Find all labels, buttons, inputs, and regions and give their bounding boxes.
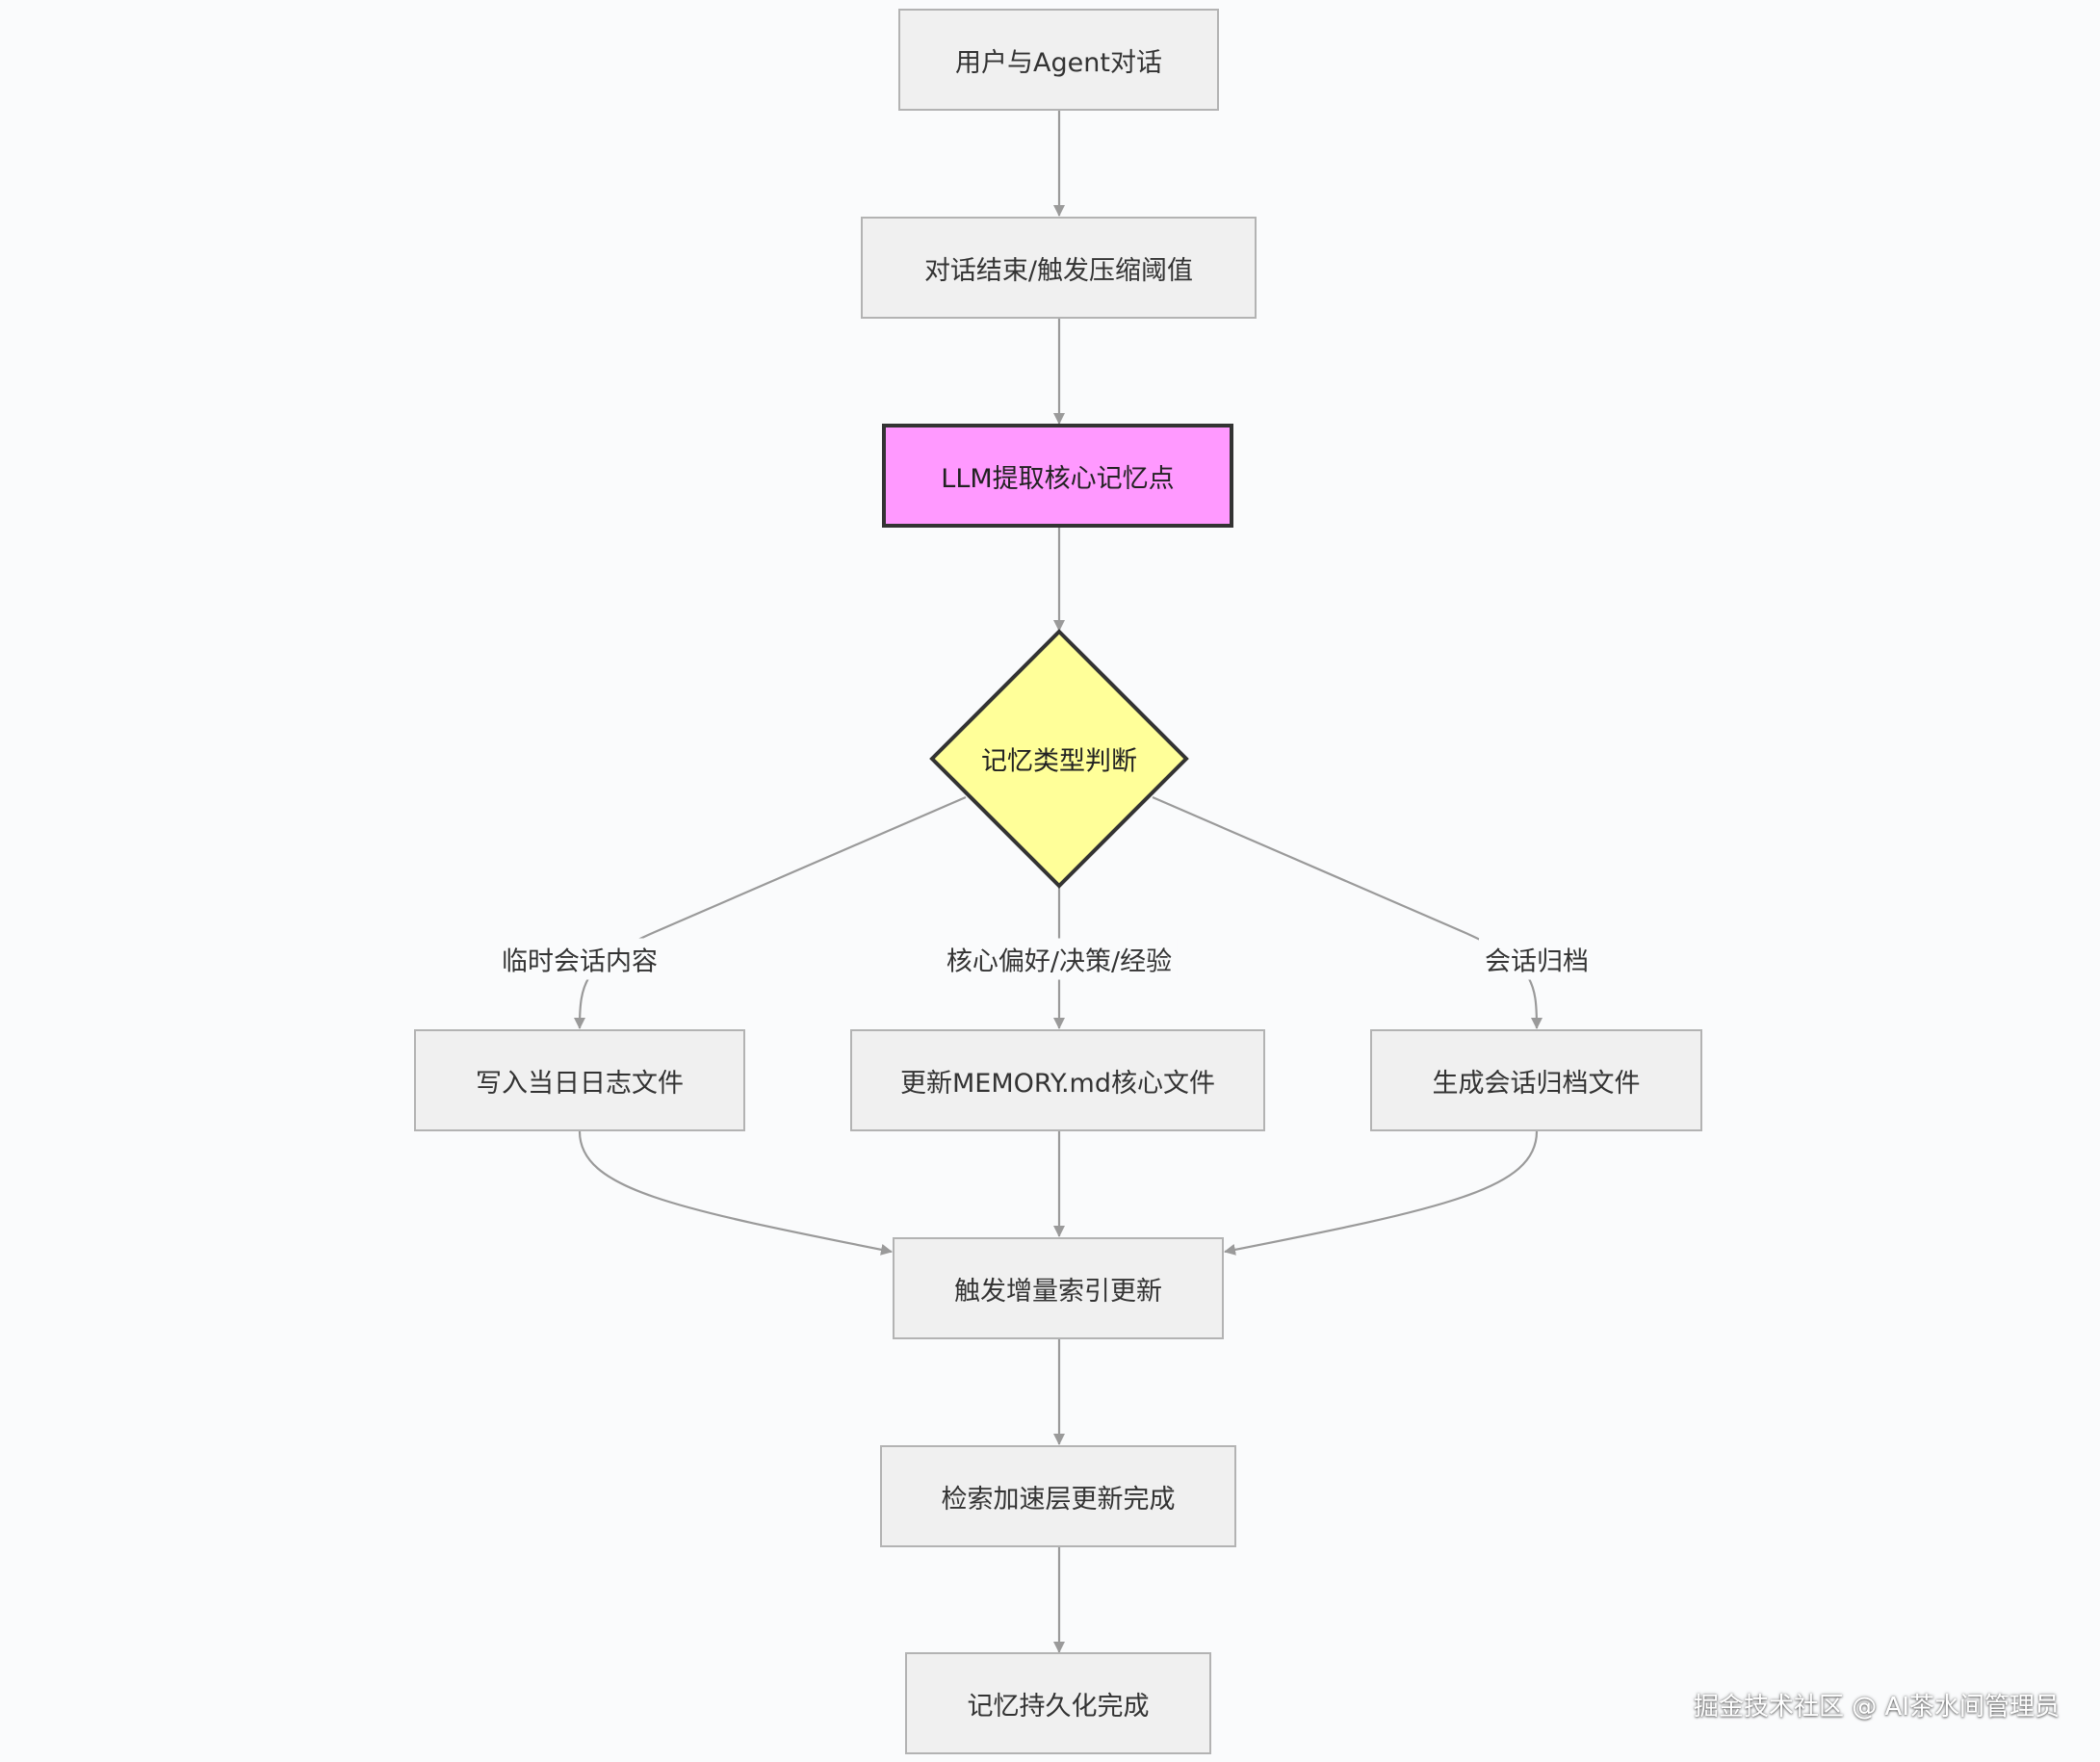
- edge-label-temporary: 临时会话内容: [496, 938, 663, 980]
- decision-diamond: [929, 629, 1189, 889]
- edge-archive-to-index: [1224, 1130, 1539, 1256]
- node-index-update: 触发增量索引更新: [893, 1237, 1224, 1339]
- node-llm-extract: LLM提取核心记忆点: [882, 424, 1233, 528]
- node-retrieval: 检索加速层更新完成: [880, 1445, 1236, 1547]
- node-start: 用户与Agent对话: [898, 9, 1219, 111]
- watermark: 掘金技术社区 @ AI茶水间管理员: [1694, 1693, 2060, 1722]
- node-trigger: 对话结束/触发压缩阈值: [861, 217, 1257, 319]
- edge-daily-log-to-index: [578, 1130, 893, 1256]
- node-done: 记忆持久化完成: [905, 1652, 1211, 1754]
- edge-label-archive: 会话归档: [1479, 938, 1594, 980]
- decision-label: 记忆类型判断: [981, 746, 1137, 777]
- edge-decision-to-archive: [1152, 795, 1543, 1029]
- node-daily-log: 写入当日日志文件: [414, 1029, 745, 1131]
- edge-label-core: 核心偏好/决策/经验: [940, 938, 1179, 980]
- node-archive: 生成会话归档文件: [1370, 1029, 1702, 1131]
- node-memory-md: 更新MEMORY.md核心文件: [850, 1029, 1265, 1131]
- edge-decision-to-daily-log: [574, 795, 967, 1029]
